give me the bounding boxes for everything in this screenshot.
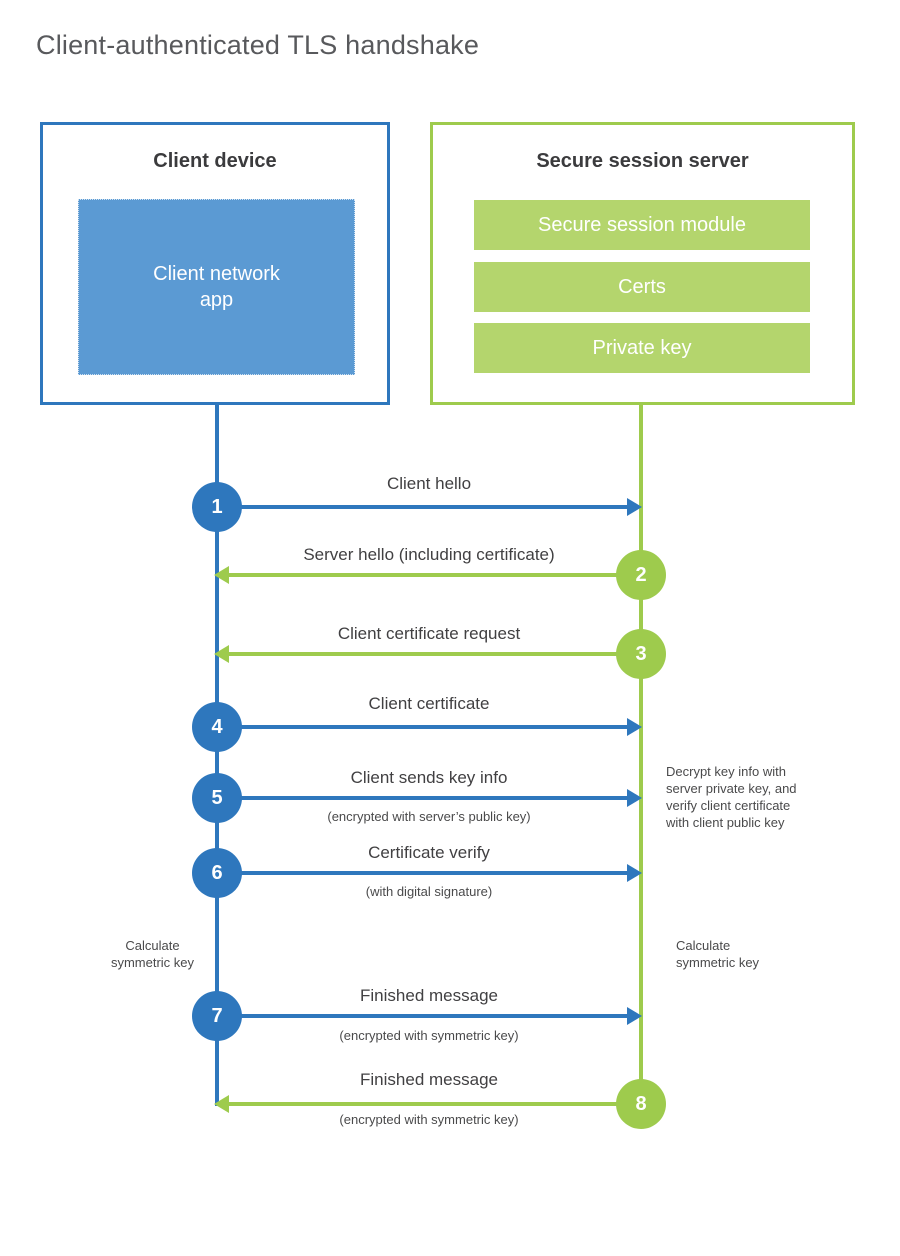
step-8-badge: 8 xyxy=(616,1079,666,1129)
secure-session-server-title: Secure session server xyxy=(536,150,749,172)
step-6-label: Certificate verify xyxy=(368,843,490,862)
step-5-sublabel: (encrypted with server’s public key) xyxy=(327,809,531,824)
step-7-badge: 7 xyxy=(192,991,242,1041)
step-6-sublabel: (with digital signature) xyxy=(365,884,493,899)
server-module-secure-session-module: Secure session module xyxy=(474,200,810,250)
step-5-arrow-shaft xyxy=(217,796,629,800)
step-5-badge: 5 xyxy=(192,773,242,823)
step-3-label: Client certificate request xyxy=(337,624,521,643)
server-module-certs: Certs xyxy=(474,262,810,312)
step-1-badge: 1 xyxy=(192,482,242,532)
server-module-private-key: Private key xyxy=(474,323,810,373)
step-4-label: Client certificate xyxy=(368,694,490,713)
step-5-arrowhead-icon xyxy=(627,789,642,807)
step-7-label: Finished message xyxy=(360,986,498,1005)
step-2-badge: 2 xyxy=(616,550,666,600)
step-4-badge: 4 xyxy=(192,702,242,752)
client-lifeline xyxy=(215,405,219,1106)
step-7-arrowhead-icon xyxy=(627,1007,642,1025)
step-7-arrow-shaft xyxy=(217,1014,629,1018)
secure-session-server-box: Secure session server Secure session mod… xyxy=(430,122,855,405)
step-2-arrowhead-icon xyxy=(214,566,229,584)
step-2-arrow-shaft xyxy=(229,573,641,577)
server-decrypt-note: Decrypt key info with server private key… xyxy=(666,764,797,830)
step-1-arrowhead-icon xyxy=(627,498,642,516)
step-1-label: Client hello xyxy=(386,474,472,493)
step-8-sublabel: (encrypted with symmetric key) xyxy=(339,1112,519,1127)
step-6-arrow-shaft xyxy=(217,871,629,875)
step-4-arrow-shaft xyxy=(217,725,629,729)
step-2-label: Server hello (including certificate) xyxy=(303,545,555,564)
step-6-badge: 6 xyxy=(192,848,242,898)
step-4-arrowhead-icon xyxy=(627,718,642,736)
step-1-arrow-shaft xyxy=(217,505,629,509)
step-8-label: Finished message xyxy=(360,1070,498,1089)
step-6-arrowhead-icon xyxy=(627,864,642,882)
client-device-box: Client device Client network app xyxy=(40,122,390,405)
step-3-badge: 3 xyxy=(616,629,666,679)
server-calculate-symmetric-key-note: Calculate symmetric key xyxy=(676,938,760,970)
client-calculate-symmetric-key-note: Calculate symmetric key xyxy=(110,938,195,970)
client-network-app-box: Client network app xyxy=(78,199,355,375)
step-3-arrow-shaft xyxy=(229,652,641,656)
step-3-arrowhead-icon xyxy=(214,645,229,663)
step-5-label: Client sends key info xyxy=(350,768,508,787)
server-lifeline xyxy=(639,405,643,1104)
page-title: Client-authenticated TLS handshake xyxy=(36,30,480,60)
step-8-arrowhead-icon xyxy=(214,1095,229,1113)
step-8-arrow-shaft xyxy=(229,1102,641,1106)
step-7-sublabel: (encrypted with symmetric key) xyxy=(339,1028,519,1043)
client-device-title: Client device xyxy=(153,150,277,172)
